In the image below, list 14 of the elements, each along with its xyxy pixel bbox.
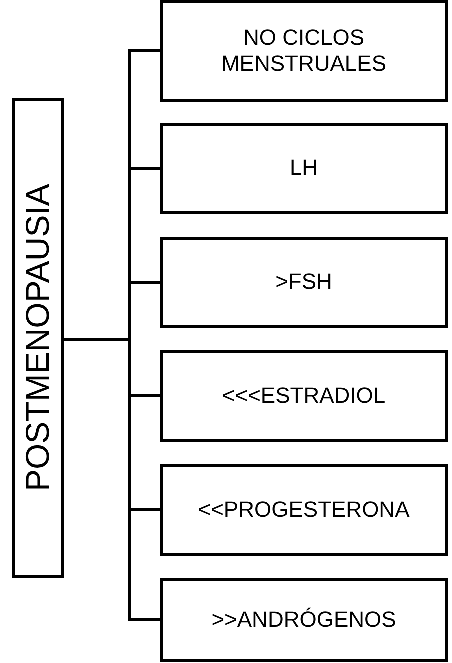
box-label: <<PROGESTERONA [198,496,410,524]
feature-box [160,350,448,442]
box-label: POSTMENOPAUSIA [18,184,58,492]
feature-box [160,237,448,328]
box-label: LH [290,155,318,182]
stage-box [12,98,64,578]
feature-box [160,578,448,662]
feature-box [160,464,448,556]
box-label: >>ANDRÓGENOS [212,606,396,634]
box-label: NO CICLOS MENSTRUALES [220,24,388,78]
feature-box [160,123,448,214]
box-label: <<<ESTRADIOL [222,382,386,410]
feature-box [160,0,448,102]
box-label: >FSH [276,269,332,296]
